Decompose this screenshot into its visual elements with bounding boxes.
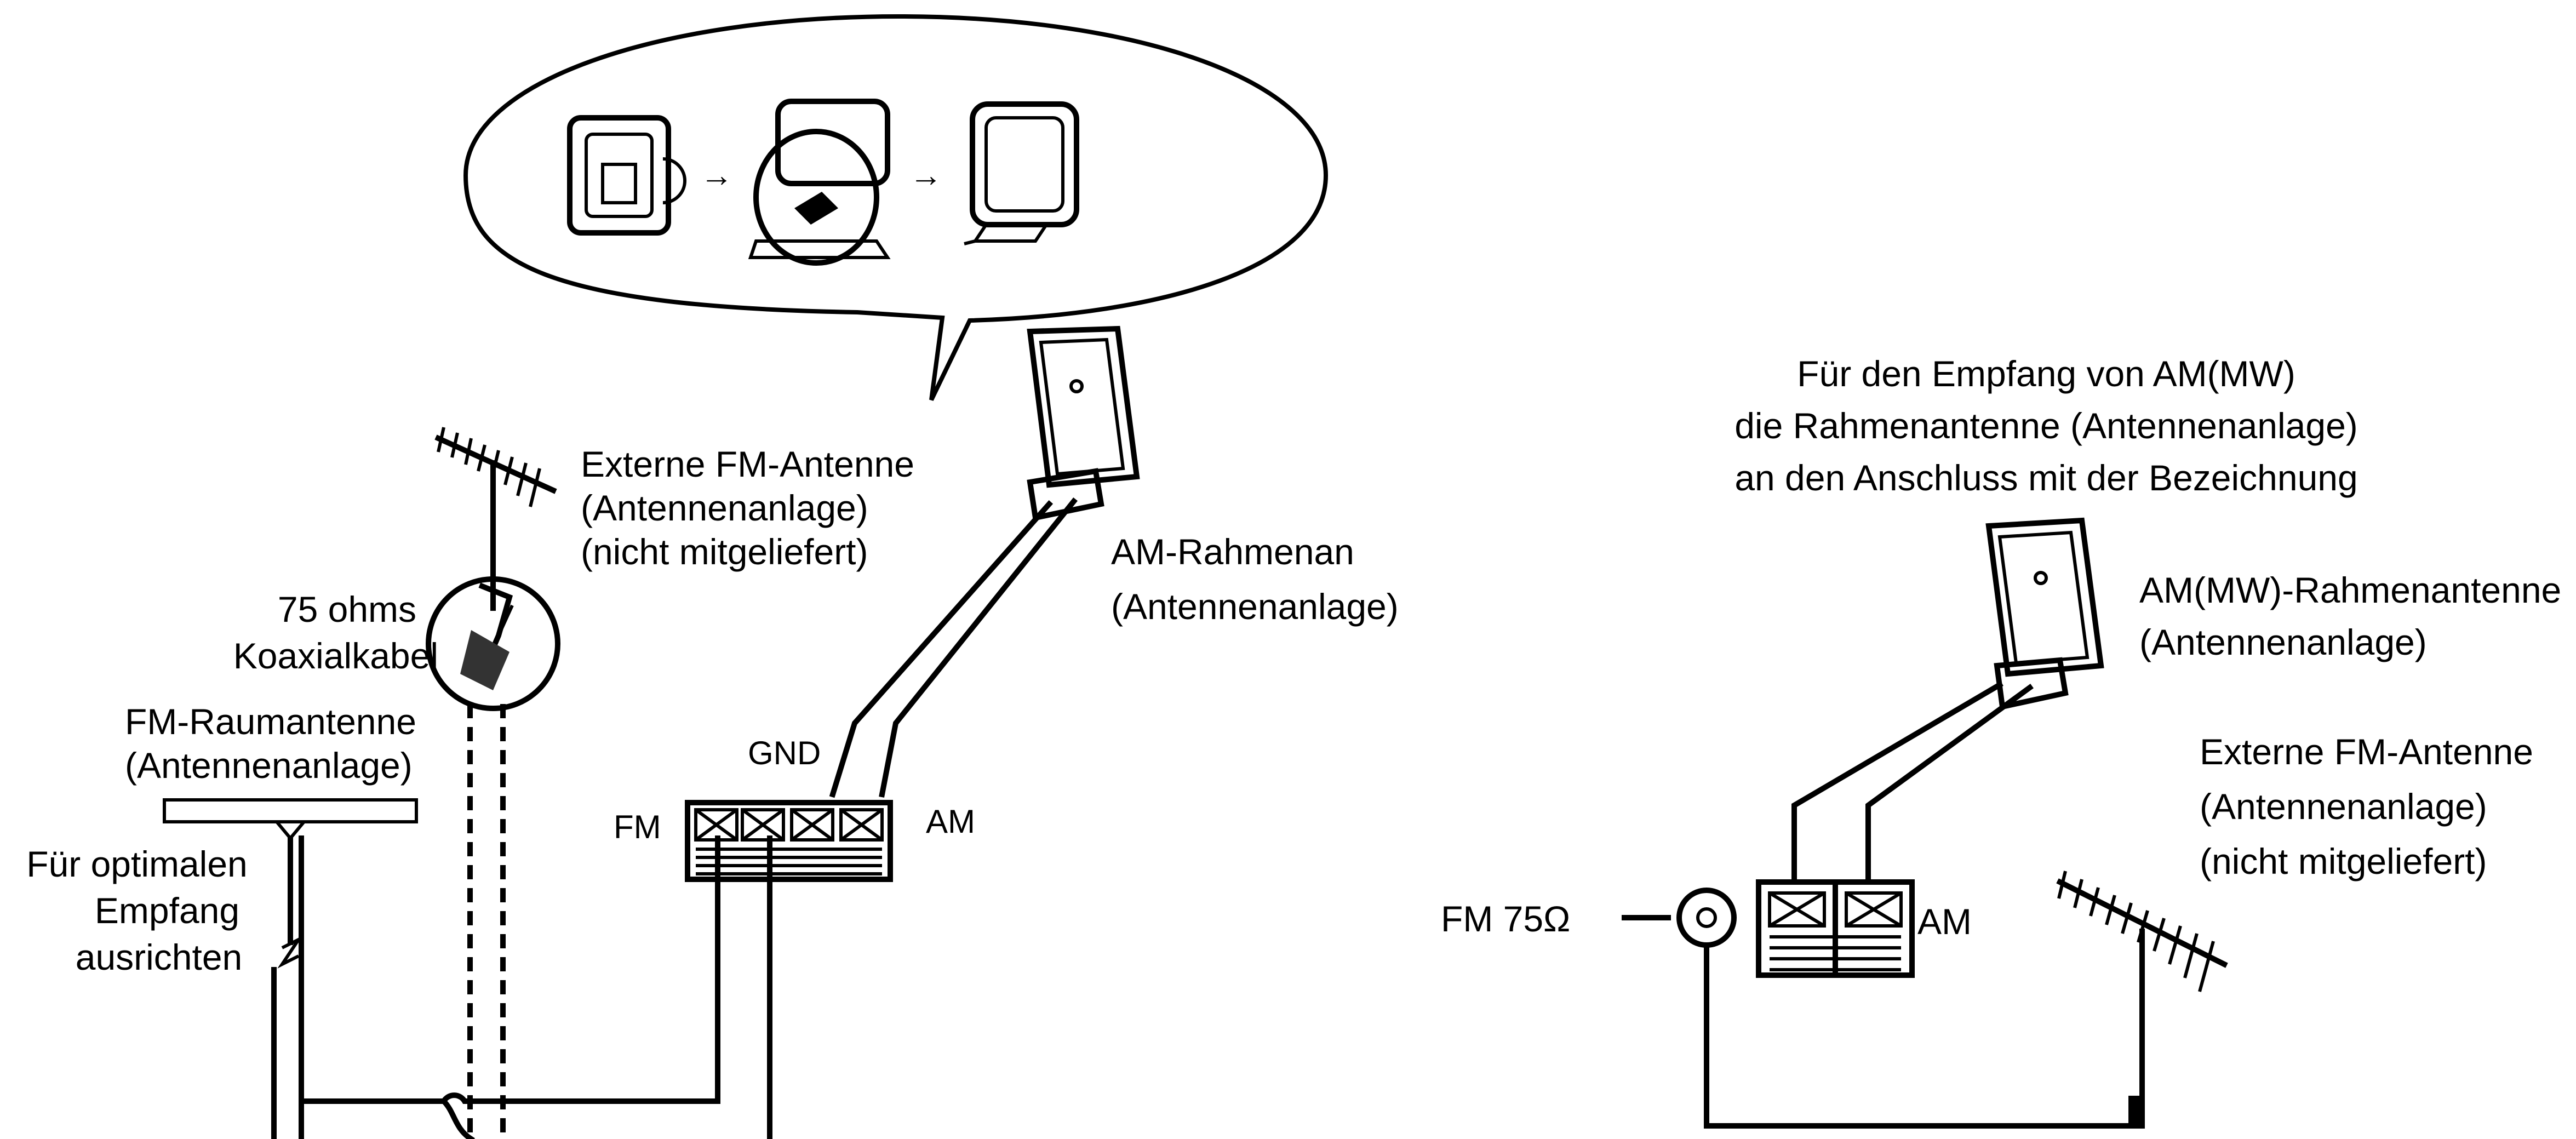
am-mw-loop-antenna-icon — [1985, 517, 2104, 711]
orientation-label-2: Empfang — [95, 890, 239, 931]
am-wire-b — [879, 497, 1078, 798]
fm-coax-loop — [1704, 942, 2145, 1129]
ext-fm-label-3: (nicht mitgeliefert) — [581, 531, 868, 572]
fm-75-jack — [1622, 888, 1737, 948]
terminal-gnd-label: GND — [748, 735, 821, 771]
ext-fm-label-1: Externe FM-Antenne — [581, 444, 914, 484]
am-wire-a — [829, 500, 1054, 798]
ext-fm-right-label-2: (Antennenanlage) — [2200, 786, 2487, 827]
coax-label-2: Koaxialkabel — [233, 636, 438, 676]
am-loop-label-1: AM-Rahmenan — [1111, 531, 1354, 572]
am-mw-loop-label-2: (Antennenanlage) — [2139, 622, 2427, 662]
loop-unfolding-icon — [748, 99, 891, 266]
am-mw-wire-b — [1865, 684, 2034, 885]
am-terminal-block — [1756, 879, 1915, 978]
fm-indoor-label-2: (Antennenanlage) — [125, 745, 413, 786]
fm-t-antenna-icon — [163, 798, 418, 1139]
antenna-terminal-block — [685, 800, 893, 882]
loop-assembled-icon — [964, 101, 1079, 245]
step-arrow-1: → — [700, 157, 733, 193]
step-arrow-2: → — [909, 157, 942, 193]
right-diagram: Für den Empfang von AM(MW) die Rahmenant… — [1441, 353, 2561, 1129]
bottom-hook — [439, 1097, 475, 1139]
am-mw-wire-a — [1791, 681, 2003, 885]
ext-fm-label-2: (Antennenanlage) — [581, 488, 868, 528]
coax-connector-detail — [426, 576, 560, 711]
coax-plug — [2128, 1096, 2145, 1126]
am-mw-loop-label-1: AM(MW)-Rahmenantenne — [2139, 570, 2561, 610]
am-loop-label-2: (Antennenanlage) — [1111, 586, 1399, 627]
am-label-right: AM — [1917, 901, 1972, 942]
am-loop-antenna-icon — [1027, 325, 1140, 521]
ext-fm-right-label-3: (nicht mitgeliefert) — [2200, 841, 2487, 882]
fm-wire — [299, 835, 720, 1104]
ext-fm-right-label-1: Externe FM-Antenne — [2200, 731, 2533, 772]
left-diagram: → → — [26, 14, 1399, 1139]
coax-label-1: 75 ohms — [278, 589, 416, 629]
external-fm-antenna-right-icon — [2056, 871, 2228, 1101]
loop-folded-icon — [567, 115, 686, 236]
fm-75-label: FM 75Ω — [1441, 898, 1570, 939]
orientation-label-1: Für optimalen — [26, 844, 248, 884]
fm-indoor-label-1: FM-Raumantenne — [125, 701, 416, 742]
instruction-line-3: an den Anschluss mit der Bezeichnung — [1734, 457, 2357, 498]
instruction-line-2: die Rahmenantenne (Antennenanlage) — [1734, 405, 2358, 446]
terminal-fm-label: FM — [614, 809, 661, 845]
external-fm-antenna-icon — [434, 427, 557, 611]
terminal-am-label: AM — [926, 803, 975, 840]
orientation-label-3: ausrichten — [76, 937, 243, 977]
instruction-line-1: Für den Empfang von AM(MW) — [1797, 353, 2295, 394]
assembly-callout-bubble: → → — [463, 14, 1329, 401]
